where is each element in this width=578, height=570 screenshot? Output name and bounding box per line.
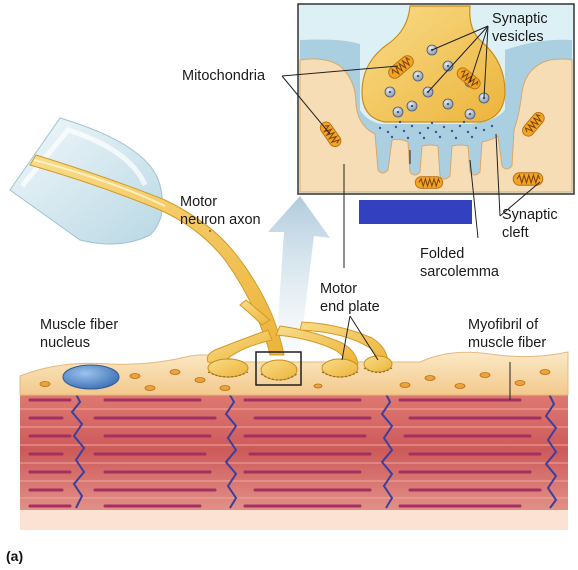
label-mitochondria: Mitochondria bbox=[182, 67, 265, 85]
label-synaptic-vesicles-line-2: vesicles bbox=[492, 29, 544, 45]
figure-letter: (a) bbox=[6, 548, 24, 564]
label-synaptic-cleft-line-1: Synaptic bbox=[502, 207, 558, 223]
label-synaptic-vesicles: Synaptic vesicles bbox=[492, 10, 548, 46]
label-motor-end-plate: Motor end plate bbox=[320, 280, 380, 316]
label-synaptic-cleft: Synaptic cleft bbox=[502, 206, 558, 242]
inset-marker-box bbox=[255, 351, 302, 386]
magnify-arrow bbox=[268, 196, 330, 350]
label-motor-end-plate-line-1: Motor bbox=[320, 281, 358, 297]
motor-neuron-axon bbox=[29, 154, 389, 365]
label-muscle-fiber-nucleus-line-1: Muscle fiber bbox=[40, 317, 119, 333]
label-muscle-fiber-nucleus: Muscle fiber nucleus bbox=[40, 316, 118, 352]
muscle-fiber-nucleus bbox=[62, 364, 120, 390]
label-synaptic-vesicles-line-1: Synaptic bbox=[492, 11, 548, 27]
label-myofibril-line-1: Myofibril of bbox=[468, 317, 539, 333]
label-mitochondria-line-1: Mitochondria bbox=[182, 68, 266, 84]
muscle-fiber bbox=[20, 390, 568, 530]
redaction-box bbox=[359, 200, 472, 224]
label-folded-sarcolemma-line-1: Folded bbox=[420, 246, 465, 262]
myofibril-bands bbox=[28, 398, 542, 508]
label-synaptic-cleft-line-2: cleft bbox=[502, 225, 529, 241]
label-motor-neuron-axon-line-1: Motor bbox=[180, 194, 218, 210]
inset-panel bbox=[297, 3, 575, 195]
folded-sarcolemma-shape bbox=[299, 58, 573, 193]
label-myofibril-line-2: muscle fiber bbox=[468, 335, 547, 351]
z-lines bbox=[70, 391, 558, 509]
label-myofibril: Myofibril of muscle fiber bbox=[468, 316, 546, 352]
label-motor-end-plate-line-2: end plate bbox=[320, 299, 380, 315]
label-motor-neuron-axon-line-2: neuron axon bbox=[180, 212, 261, 228]
leader-lines bbox=[209, 25, 541, 400]
axon-terminal-shape bbox=[361, 5, 506, 123]
label-folded-sarcolemma-line-2: sarcolemma bbox=[420, 264, 499, 280]
label-folded-sarcolemma: Folded sarcolemma bbox=[420, 245, 499, 281]
neurotransmitter-dots bbox=[378, 120, 494, 140]
label-motor-neuron-axon: Motor neuron axon bbox=[180, 193, 261, 229]
label-muscle-fiber-nucleus-line-2: nucleus bbox=[40, 335, 90, 351]
